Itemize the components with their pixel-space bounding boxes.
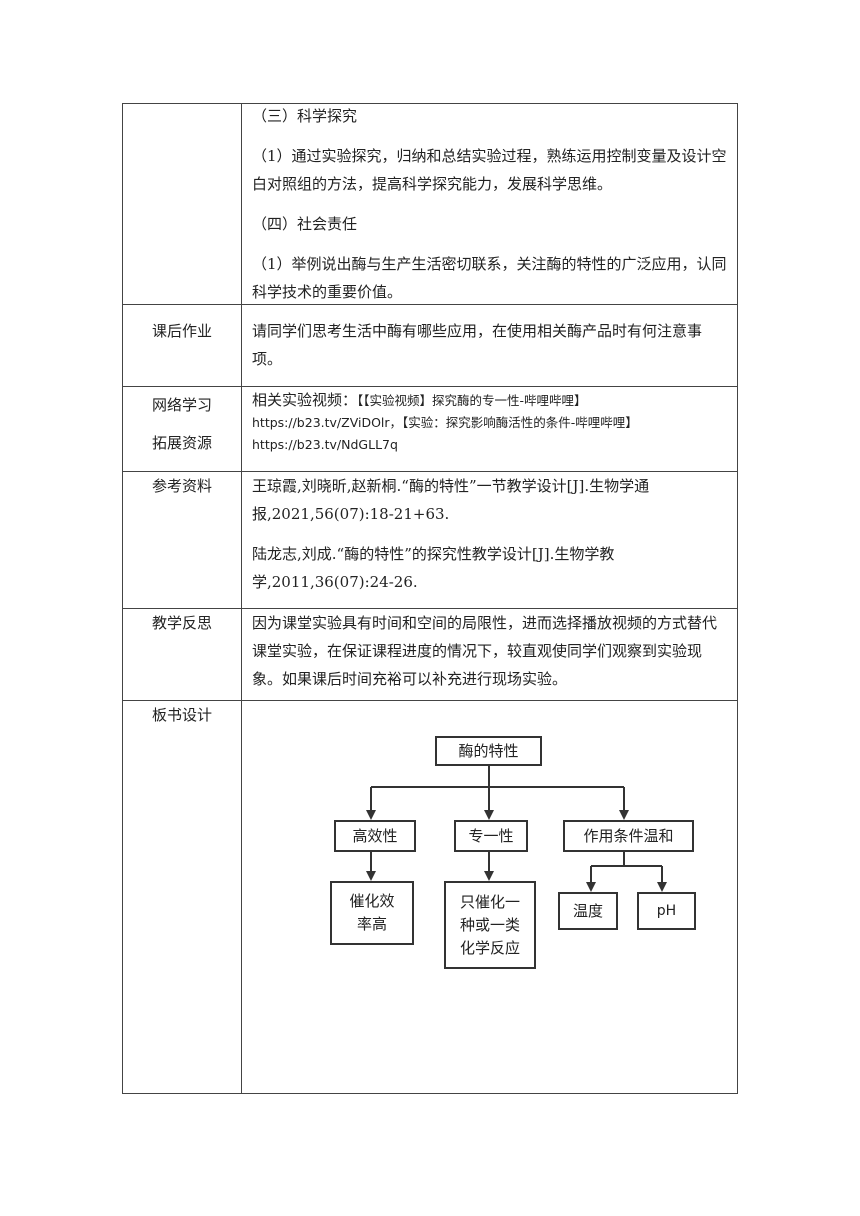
diagram-leaf-specificity: 只催化一 种或一类 化学反应 bbox=[444, 881, 536, 969]
row-label: 课后作业 bbox=[123, 305, 242, 386]
lesson-plan-table: （三）科学探究 （1）通过实验探究，归纳和总结实验过程，熟练运用控制变量及设计空… bbox=[122, 103, 738, 1094]
leaf-line: 化学反应 bbox=[459, 938, 520, 957]
link-line: https://b23.tv/ZViDOlr，【实验：探究影响酶活性的条件-哔哩… bbox=[252, 412, 729, 434]
reference-item: 陆龙志,刘成.“酶的特性”的探究性教学设计[J].生物学教学,2011,36(0… bbox=[252, 545, 615, 591]
row-label: 教学反思 bbox=[123, 609, 242, 700]
leaf-line: 率高 bbox=[356, 915, 387, 933]
diagram-branch-efficiency: 高效性 bbox=[334, 820, 416, 852]
row-content: 因为课堂实验具有时间和空间的局限性，进而选择播放视频的方式替代课堂实验，在保证课… bbox=[242, 609, 737, 700]
row-homework: 课后作业 请同学们思考生活中酶有哪些应用，在使用相关酶产品时有何注意事项。 bbox=[123, 304, 737, 386]
paragraph: 请同学们思考生活中酶有哪些应用，在使用相关酶产品时有何注意事项。 bbox=[252, 322, 703, 368]
label-line: 网络学习 bbox=[151, 396, 212, 414]
diagram-root-node: 酶的特性 bbox=[435, 736, 542, 766]
diagram-leaf-ph: pH bbox=[637, 892, 696, 930]
row-label bbox=[123, 104, 242, 304]
row-board-design: 板书设计 bbox=[123, 700, 737, 1093]
video-link-title[interactable]: 【【实验视频】探究酶的专一性-哔哩哔哩】 bbox=[357, 393, 587, 408]
section-heading-science-inquiry: （三）科学探究 bbox=[252, 107, 358, 125]
link-line: 相关实验视频：【【实验视频】探究酶的专一性-哔哩哔哩】 bbox=[252, 389, 729, 412]
leaf-line: 种或一类 bbox=[459, 915, 520, 934]
row-reflection: 教学反思 因为课堂实验具有时间和空间的局限性，进而选择播放视频的方式替代课堂实验… bbox=[123, 608, 737, 700]
row-online-resources: 网络学习 拓展资源 相关实验视频：【【实验视频】探究酶的专一性-哔哩哔哩】 ht… bbox=[123, 386, 737, 471]
diagram-leaf-efficiency: 催化效 率高 bbox=[330, 881, 414, 945]
leaf-line: 只催化一 bbox=[459, 892, 520, 911]
leaf-line: 催化效 bbox=[349, 892, 395, 910]
row-label: 参考资料 bbox=[123, 472, 242, 608]
row-content: （三）科学探究 （1）通过实验探究，归纳和总结实验过程，熟练运用控制变量及设计空… bbox=[242, 104, 737, 304]
diagram-branch-conditions: 作用条件温和 bbox=[563, 820, 694, 852]
video-link-title[interactable]: 【实验：探究影响酶活性的条件-哔哩哔哩】 bbox=[402, 415, 638, 430]
link-line: https://b23.tv/NdGLL7q bbox=[252, 434, 729, 456]
section-heading-social-responsibility: （四）社会责任 bbox=[252, 215, 358, 233]
row-content: 王琼霞,刘晓昕,赵新桐.“酶的特性”一节教学设计[J].生物学通报,2021,5… bbox=[242, 472, 737, 608]
row-content: 请同学们思考生活中酶有哪些应用，在使用相关酶产品时有何注意事项。 bbox=[242, 305, 737, 386]
reference-item: 王琼霞,刘晓昕,赵新桐.“酶的特性”一节教学设计[J].生物学通报,2021,5… bbox=[252, 477, 650, 523]
row-core-competencies: （三）科学探究 （1）通过实验探究，归纳和总结实验过程，熟练运用控制变量及设计空… bbox=[123, 104, 737, 304]
links-prefix: 相关实验视频： bbox=[252, 391, 358, 409]
label-line: 拓展资源 bbox=[151, 434, 212, 452]
paragraph: （1）通过实验探究，归纳和总结实验过程，熟练运用控制变量及设计空白对照组的方法，… bbox=[252, 147, 727, 193]
row-label: 板书设计 bbox=[123, 701, 242, 1093]
paragraph: 因为课堂实验具有时间和空间的局限性，进而选择播放视频的方式替代课堂实验，在保证课… bbox=[252, 614, 718, 688]
video-link-url[interactable]: https://b23.tv/ZViDOlr， bbox=[252, 415, 403, 430]
paragraph: （1）举例说出酶与生产生活密切联系，关注酶的特性的广泛应用，认同科学技术的重要价… bbox=[252, 255, 727, 301]
row-content: 相关实验视频：【【实验视频】探究酶的专一性-哔哩哔哩】 https://b23.… bbox=[242, 387, 737, 471]
diagram-leaf-temperature: 温度 bbox=[558, 892, 618, 930]
row-label: 网络学习 拓展资源 bbox=[123, 387, 242, 471]
video-link-url[interactable]: https://b23.tv/NdGLL7q bbox=[252, 437, 398, 452]
diagram-branch-specificity: 专一性 bbox=[454, 820, 528, 852]
row-references: 参考资料 王琼霞,刘晓昕,赵新桐.“酶的特性”一节教学设计[J].生物学通报,2… bbox=[123, 471, 737, 608]
